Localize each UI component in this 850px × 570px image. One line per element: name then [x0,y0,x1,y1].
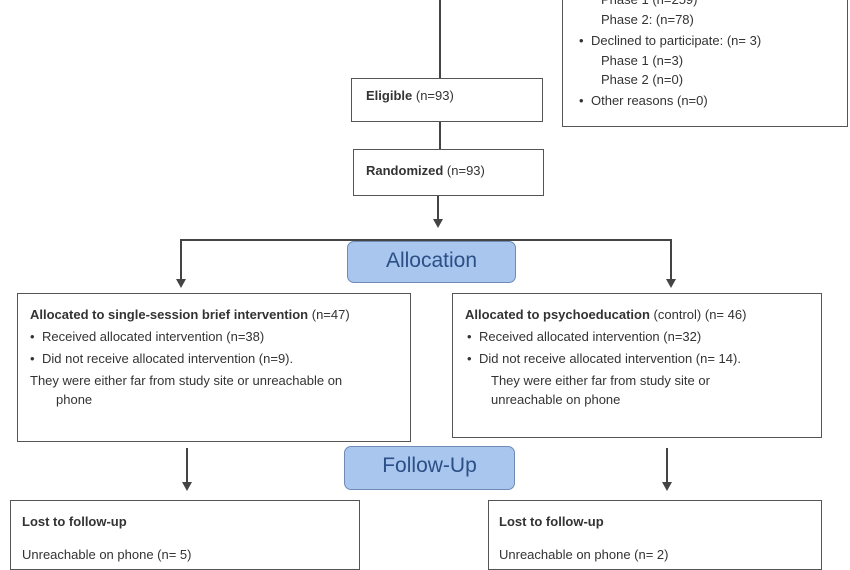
eligible-text: Eligible (n=93) [366,87,454,105]
right-followup-title: Lost to follow-up [499,514,604,529]
left-alloc-not-received: Did not receive allocated intervention (… [30,350,293,368]
arrow-right-followup [662,482,672,491]
left-followup-reason: Unreachable on phone (n= 5) [22,547,192,562]
right-alloc-not-received: Did not receive allocated intervention (… [467,350,741,368]
arrow-to-allocation [433,219,443,228]
right-alloc-received: Received allocated intervention (n=32) [467,328,701,346]
left-alloc-reason-2: phone [56,392,93,407]
connector-top-to-eligible [439,0,441,78]
right-followup-box: Lost to follow-up Unreachable on phone (… [488,500,822,570]
excluded-phase2: Phase 2: (n=78) [601,12,694,27]
right-alloc-title: Allocated to psychoeducation (control) (… [465,306,746,324]
arrow-left-followup [182,482,192,491]
arrow-right-allocated [666,279,676,288]
randomized-label: Randomized [366,163,444,178]
right-alloc-count: (n= 46) [704,307,747,322]
left-followup-box: Lost to follow-up Unreachable on phone (… [10,500,360,570]
left-alloc-title-text: Allocated to single-session brief interv… [30,307,309,322]
excluded-other: Other reasons (n=0) [579,92,708,110]
left-alloc-received: Received allocated intervention (n=38) [30,328,264,346]
left-alloc-title: Allocated to single-session brief interv… [30,306,350,324]
right-alloc-reason-1: They were either far from study site or [491,373,710,388]
connector-randomized-to-allocation [437,195,439,219]
left-allocation-box: Allocated to single-session brief interv… [17,293,411,442]
eligible-box: Eligible (n=93) [351,78,543,122]
right-followup-reason: Unreachable on phone (n= 2) [499,547,669,562]
allocation-branch-line [180,239,672,241]
left-alloc-reason-1: They were either far from study site or … [30,373,343,388]
connector-left-followup [186,448,188,482]
excluded-box: Phase 1 (n=259) Phase 2: (n=78) Declined… [562,0,848,127]
randomized-text: Randomized (n=93) [366,162,485,180]
randomized-count: (n=93) [446,163,485,178]
followup-stage-label: Follow-Up [344,446,515,490]
left-alloc-count: (n=47) [311,307,350,322]
excluded-declined-phase2: Phase 2 (n=0) [601,72,684,87]
excluded-declined: Declined to participate: (n= 3) [579,32,761,50]
randomized-box: Randomized (n=93) [353,149,544,196]
right-alloc-control: (control) [653,307,702,322]
arrow-left-allocated [176,279,186,288]
eligible-count: (n=93) [415,88,454,103]
branch-left-drop [180,239,182,279]
right-allocation-box: Allocated to psychoeducation (control) (… [452,293,822,438]
excluded-declined-phase1: Phase 1 (n=3) [601,53,684,68]
branch-right-drop [670,239,672,279]
right-alloc-reason-2: unreachable on phone [491,392,621,407]
excluded-phase1: Phase 1 (n=259) [601,0,697,9]
right-alloc-title-text: Allocated to psychoeducation [465,307,650,322]
left-followup-title: Lost to follow-up [22,514,127,529]
connector-eligible-to-randomized [439,121,441,149]
eligible-label: Eligible [366,88,413,103]
connector-right-followup [666,448,668,482]
allocation-stage-label: Allocation [347,241,516,283]
